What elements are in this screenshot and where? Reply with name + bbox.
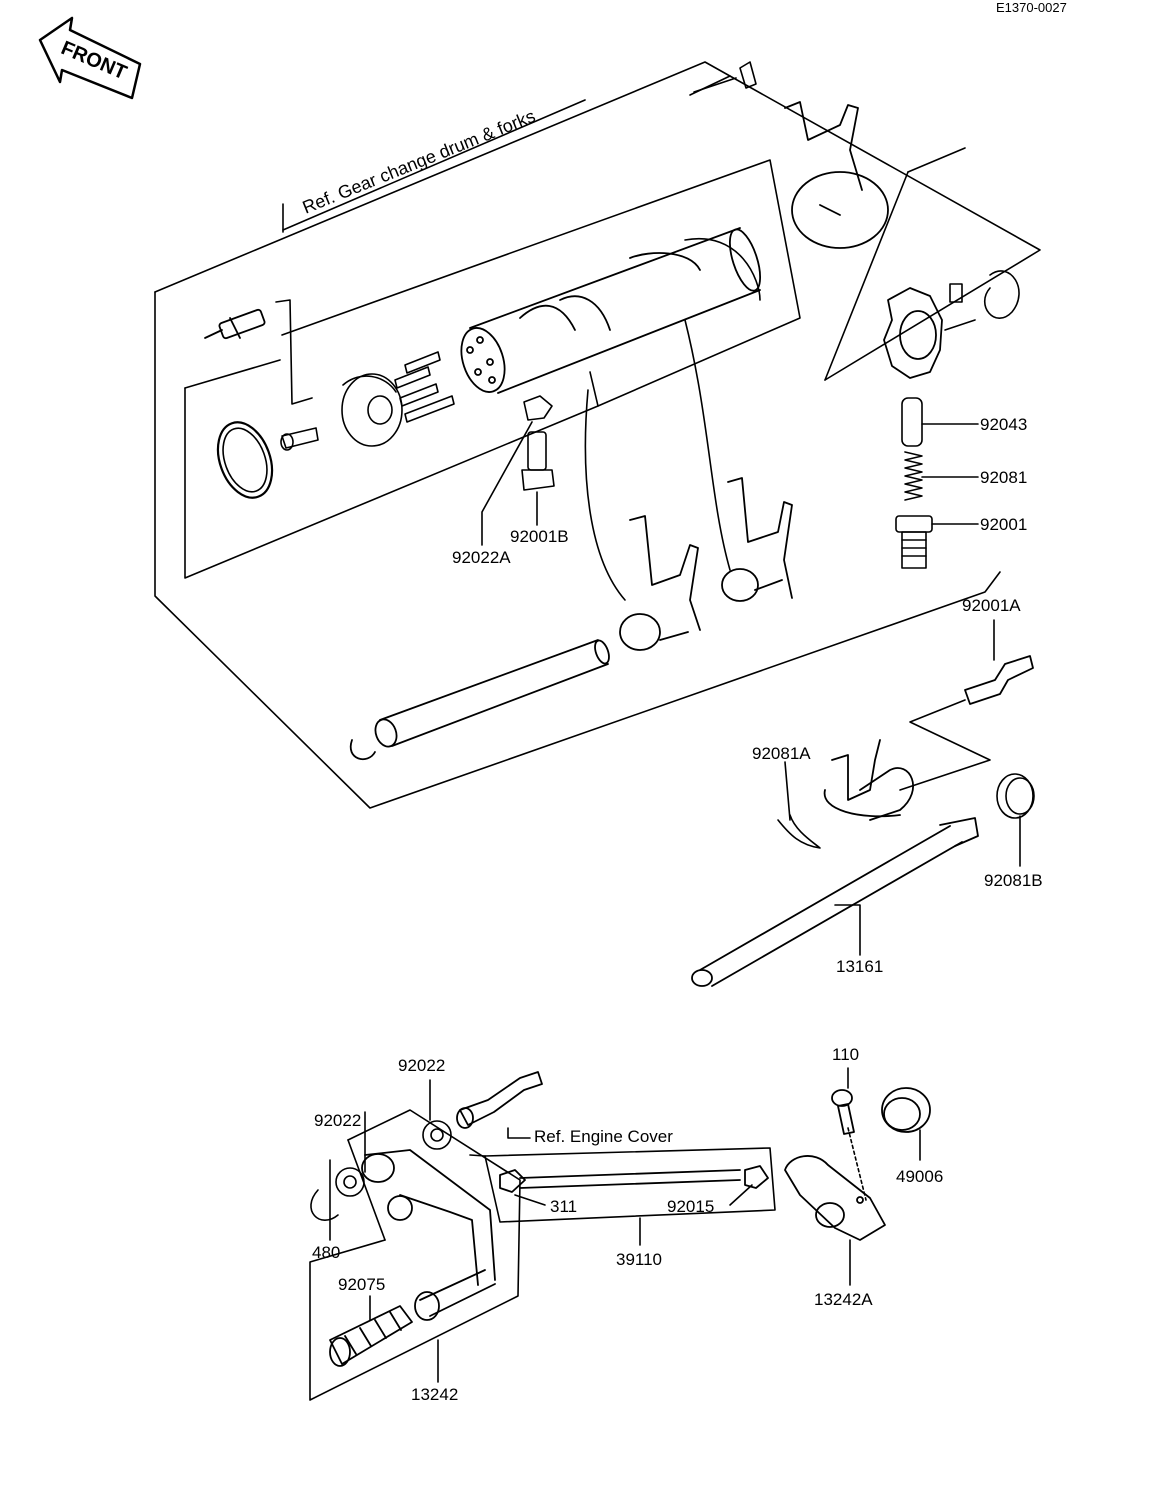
part-92001B-label: 92001B	[510, 527, 569, 546]
shift-shaft-icon	[692, 740, 978, 986]
shift-fork-upper-icon	[785, 102, 888, 248]
assembly-frame-outline	[155, 62, 1040, 808]
fork-shaft-icon	[351, 639, 612, 760]
part-92022A-label: 92022A	[452, 548, 511, 567]
part-110-label: 110	[832, 1045, 860, 1064]
washer-92022b-icon	[336, 1168, 364, 1196]
shift-fork-middle-icon	[620, 516, 700, 650]
leader-engine-cover	[508, 1128, 530, 1138]
detent-spring-icon	[905, 452, 922, 500]
part-13242-label: 13242	[411, 1385, 459, 1404]
pins-icon	[395, 352, 454, 422]
drawing-code: E1370-0027	[996, 0, 1067, 15]
part-13161-label: 13161	[836, 957, 884, 976]
part-311-label: 311	[550, 1197, 578, 1216]
part-92022a-label: 92022	[398, 1056, 446, 1075]
cotter-pin-icon	[690, 62, 756, 95]
oil-seal-cap-icon	[882, 1088, 930, 1132]
part-92081-label: 92081	[980, 468, 1028, 487]
guide-line-b	[685, 320, 730, 570]
part-92022b-label: 92022	[314, 1111, 362, 1130]
retaining-plate-icon	[524, 396, 552, 420]
part-92081A-label: 92081A	[752, 744, 811, 763]
return-spring-pin-icon	[965, 656, 1033, 704]
leader-311	[515, 1195, 545, 1205]
detent-star-icon	[884, 288, 942, 378]
guide-line-a	[585, 390, 625, 600]
part-92081B-label: 92081B	[984, 871, 1043, 890]
shift-fork-lower-icon	[722, 478, 792, 601]
bolt-110-icon	[832, 1090, 854, 1134]
bolt-axis-dashed	[848, 1128, 866, 1200]
leader-13161	[835, 905, 860, 955]
tie-rod-frame	[485, 1148, 775, 1222]
return-spring-icon	[778, 815, 820, 848]
stopper-bolt-icon	[522, 432, 554, 490]
part-92043-label: 92043	[980, 415, 1028, 434]
link-line-shaft	[900, 700, 990, 790]
leader-92015	[730, 1185, 752, 1205]
circlip-small-icon	[985, 271, 1019, 318]
pedal-rubber-icon	[330, 1306, 412, 1366]
shift-pedal-icon	[362, 1150, 495, 1320]
leader-92081A	[785, 762, 790, 820]
ref-engine-cover: Ref. Engine Cover	[534, 1127, 673, 1146]
lower-frame-outline	[310, 1110, 520, 1400]
spring-plug-icon	[896, 516, 932, 568]
small-pin-icon	[950, 284, 962, 302]
washer-92022a-icon	[423, 1121, 451, 1149]
part-39110-label: 39110	[616, 1250, 663, 1269]
cam-plate-icon	[342, 374, 402, 446]
inner-frame-outline	[185, 100, 800, 578]
shift-lever-arm-icon	[785, 1156, 885, 1240]
part-92075-label: 92075	[338, 1275, 386, 1294]
part-92001A-label: 92001A	[962, 596, 1021, 615]
part-92015-label: 92015	[667, 1197, 715, 1216]
neutral-switch-icon	[205, 309, 265, 339]
detent-pin-icon	[902, 398, 922, 446]
spring-ring-icon	[997, 774, 1034, 818]
leader-92022A	[482, 422, 532, 545]
tie-rod-icon	[500, 1166, 768, 1192]
part-480-label: 480	[312, 1243, 341, 1262]
part-13242A-label: 13242A	[814, 1290, 873, 1309]
screw-icon	[281, 428, 318, 450]
circlip-480-icon	[311, 1190, 338, 1220]
part-92001-label: 92001	[980, 515, 1028, 534]
shift-drum-icon	[454, 226, 767, 398]
front-arrow-icon	[40, 18, 140, 98]
part-49006-label: 49006	[896, 1167, 944, 1186]
circlip-icon	[208, 415, 282, 505]
pivot-bolt-icon	[457, 1072, 542, 1128]
